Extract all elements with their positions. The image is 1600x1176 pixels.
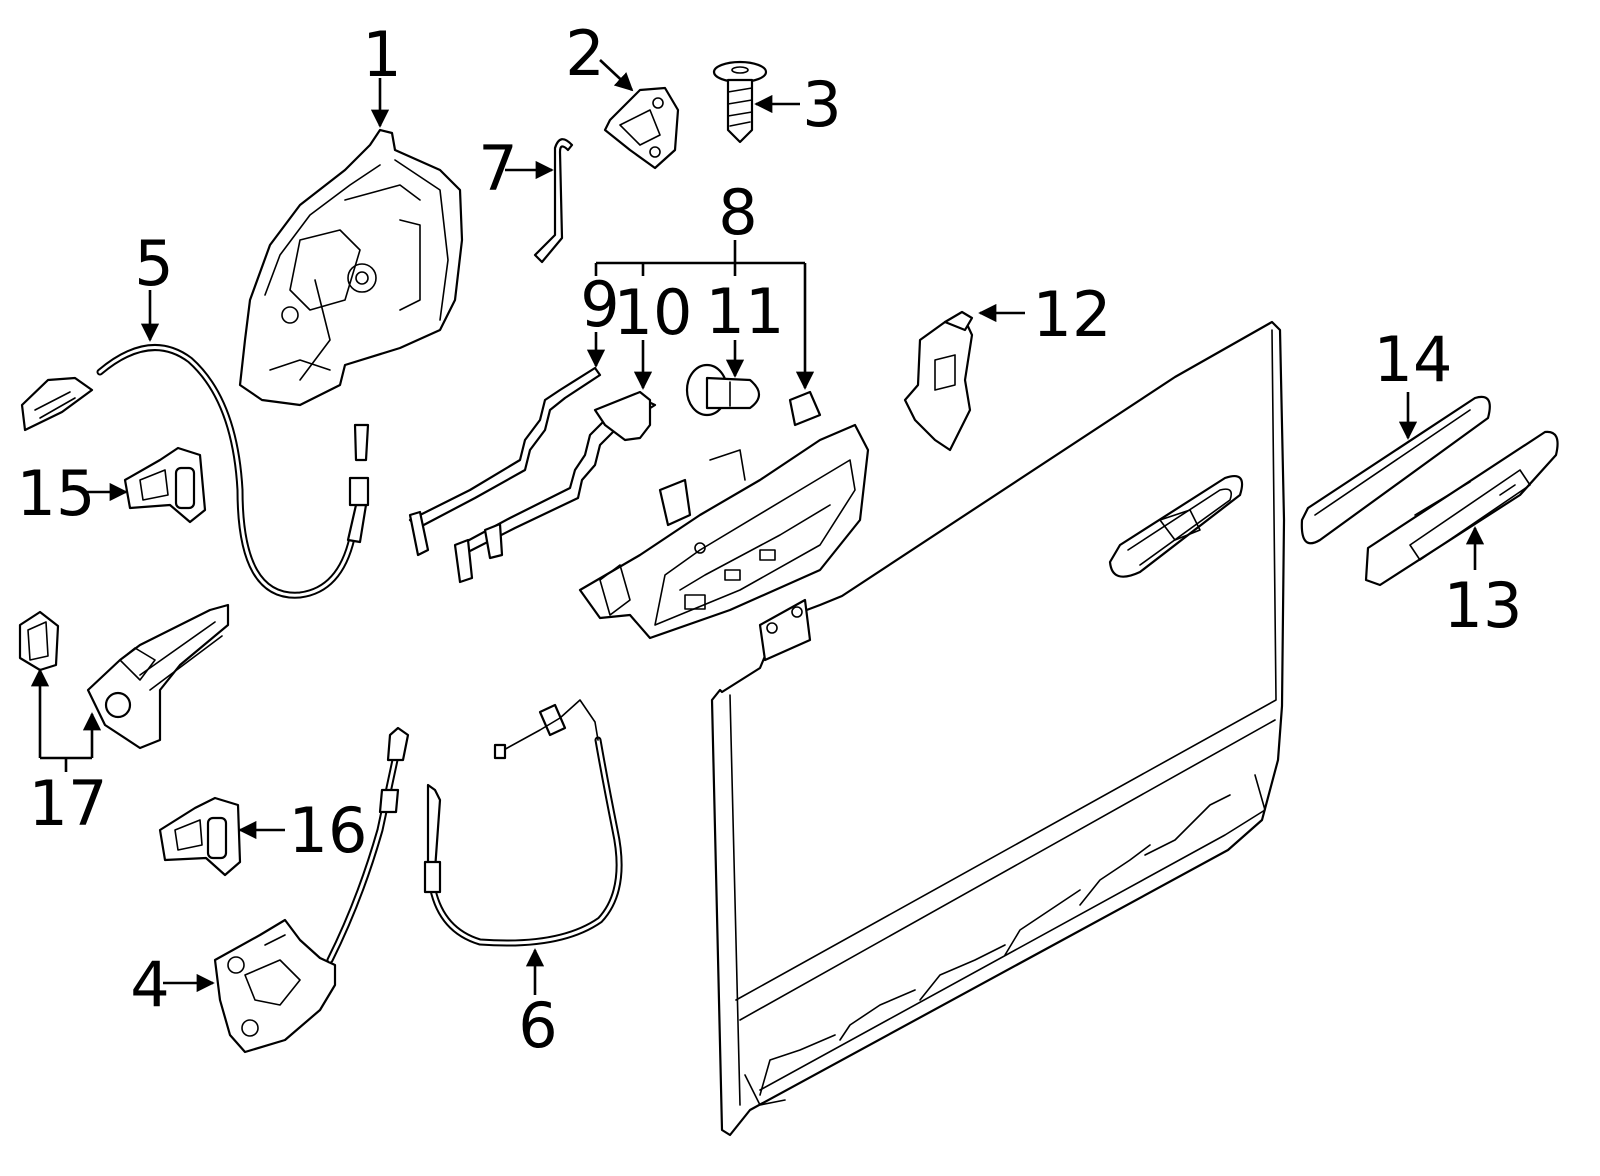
- callout-7: 7: [478, 132, 517, 205]
- handle-cover: [1300, 395, 1491, 545]
- handle-bracket: [903, 310, 974, 452]
- callout-3: 3: [802, 68, 841, 141]
- callout-17: 17: [29, 767, 108, 840]
- handle-harness: [408, 366, 657, 584]
- callout-14: 14: [1374, 323, 1453, 396]
- callout-9: 9: [580, 268, 619, 341]
- upper-hinge: [123, 446, 207, 524]
- handle-plug: [685, 363, 761, 417]
- callout-2: 2: [565, 17, 604, 90]
- callout-13: 13: [1444, 569, 1523, 642]
- callout-12: 12: [1033, 278, 1112, 351]
- handle-carrier: [578, 390, 870, 640]
- outside-release-cable: [423, 699, 623, 947]
- callout-labels: 1 2 3 4 5 6 7 8 9 10 11 12 13 14 15 16 1…: [17, 17, 1523, 1062]
- callout-6: 6: [518, 989, 557, 1062]
- callout-1: 1: [362, 18, 401, 91]
- door-latch-assembly: [238, 128, 464, 407]
- callout-11: 11: [706, 275, 785, 348]
- callout-10: 10: [614, 276, 693, 349]
- handle-bezel: [1364, 430, 1559, 587]
- inside-release-cable: [20, 344, 370, 599]
- door-striker: [603, 86, 680, 170]
- callout-5: 5: [134, 227, 173, 300]
- leader-lines: [30, 59, 1485, 995]
- callout-15: 15: [17, 457, 96, 530]
- callout-4: 4: [130, 948, 169, 1021]
- door-lock-actuator: [213, 726, 410, 1054]
- lock-rod: [533, 138, 574, 264]
- door-check: [18, 603, 230, 750]
- callout-16: 16: [289, 794, 368, 867]
- callout-8: 8: [718, 176, 757, 249]
- lower-hinge: [158, 796, 242, 877]
- door-panel: [710, 320, 1286, 1137]
- striker-screw: [712, 60, 768, 144]
